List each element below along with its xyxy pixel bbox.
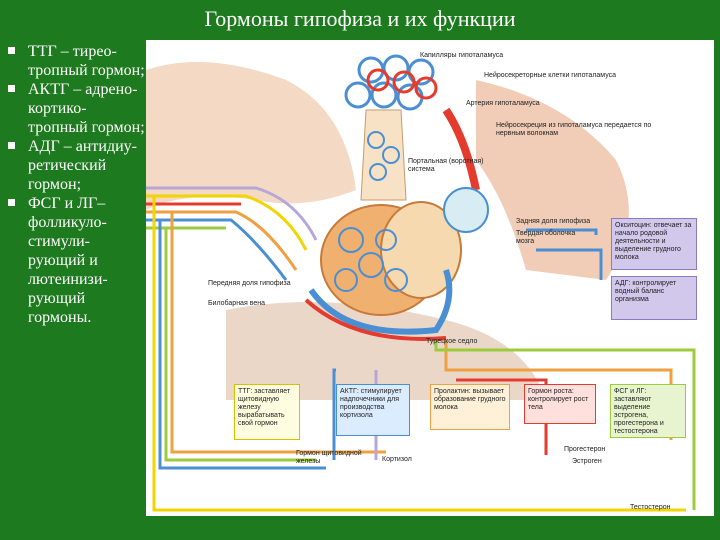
box-growth-hormone: Гормон роста: контролирует рост тела xyxy=(524,384,596,424)
label-vein: Билобарная вена xyxy=(208,300,265,307)
label-neurosecretory-cells: Нейросекреторные клетки гипоталамуса xyxy=(484,72,617,79)
bullet-text: АДГ – антидиу-ретический гормон; xyxy=(28,138,137,193)
label-estrogen: Эстроген xyxy=(572,458,602,465)
bullet-marker-icon xyxy=(8,199,15,206)
label-neurosecretion: Нейросекреция из гипоталамуса передается… xyxy=(496,122,652,137)
box-prolactin: Пролактин: вызывает образование грудного… xyxy=(430,384,510,430)
label-progesterone: Прогестерон xyxy=(564,446,606,453)
label-sella-turcica: Турецкое седло xyxy=(426,338,478,345)
label-capillaries: Капилляры гипоталамуса xyxy=(420,52,504,59)
bullet-marker-icon xyxy=(8,47,15,54)
label-testosterone: Тестостерон xyxy=(630,504,671,511)
bullet-actg: АКТГ – адрено-кортико-тропный гормон; xyxy=(6,80,146,137)
bullet-marker-icon xyxy=(8,142,15,149)
box-ttg: ТТГ: заставляет щитовидную железу выраба… xyxy=(234,384,300,440)
bullet-marker-icon xyxy=(8,85,15,92)
slide-title: Гормоны гипофиза и их функции xyxy=(204,6,516,31)
bullet-text: ФСГ и ЛГ– фолликуло-стимули-рующий и лют… xyxy=(28,195,108,326)
pituitary-illustration xyxy=(146,54,696,512)
bullet-ttg: ТТГ – тирео-тропный гормон; xyxy=(6,42,146,80)
label-dura-mater: Твердая оболочка мозга xyxy=(516,230,576,245)
bullet-adg: АДГ – антидиу-ретический гормон; xyxy=(6,137,146,194)
label-thyroid-hormone: Гормон щитовидной железы xyxy=(296,450,362,465)
label-anterior-lobe: Передняя доля гипофиза xyxy=(208,280,291,287)
label-cortisol: Кортизол xyxy=(382,456,412,463)
box-fsh-lh: ФСГ и ЛГ: заставляют выделение эстрогена… xyxy=(610,384,686,438)
bullet-list: ТТГ – тирео-тропный гормон; АКТГ – адрен… xyxy=(6,42,146,327)
bullet-text: ТТГ – тирео-тропный гормон; xyxy=(28,43,145,79)
label-posterior-lobe: Задняя доля гипофиза xyxy=(516,218,591,225)
pituitary-diagram: Капилляры гипоталамуса Нейросекреторные … xyxy=(146,40,714,516)
bullet-text: АКТГ – адрено-кортико-тропный гормон; xyxy=(28,81,145,136)
box-oxytocin: Окситоцин: отвечает за начало родовой де… xyxy=(611,218,697,270)
label-artery: Артерия гипоталамуса xyxy=(466,100,540,107)
box-actg: АКТГ: стимулирует надпочечники для произ… xyxy=(336,384,410,436)
label-portal-system: Портальная (воротная) система xyxy=(408,158,484,173)
box-adh: АДГ: контролирует водный баланс организм… xyxy=(611,276,697,320)
bullet-fsh-lh: ФСГ и ЛГ– фолликуло-стимули-рующий и лют… xyxy=(6,194,146,327)
